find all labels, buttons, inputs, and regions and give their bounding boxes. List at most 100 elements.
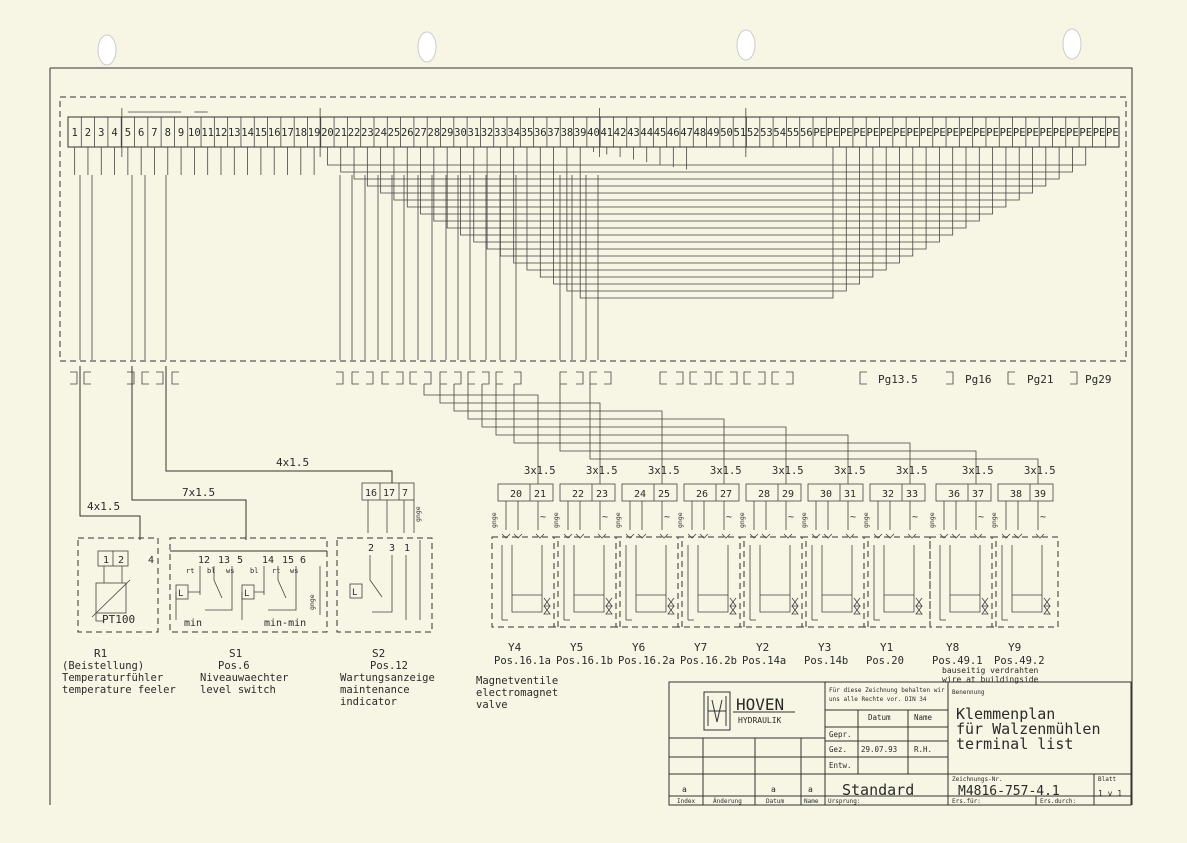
logo-subtitle: HYDRAULIK [738,716,782,725]
s1-pin-12: 12 [198,555,210,566]
s1-line-2: Niveauwaechter [200,672,289,684]
cable-gland-29 [730,371,738,385]
r1-line-1: (Beistellung) [62,660,144,672]
s1-cable-label: 7x1.5 [182,486,215,499]
terminal-12: 12 [215,127,228,139]
valve-terminal-b-2: 23 [596,489,608,500]
s1-level-switch: 7x1.5 12 13 5 14 15 6 rt bl ws bl rt ws … [131,366,328,696]
terminal-68: PE [960,127,973,139]
terminal-55: 55 [787,127,800,139]
terminal-8: 8 [165,127,171,139]
cable-gland-6 [171,371,179,385]
terminal-29: 29 [441,127,454,139]
cable-gland-13 [424,371,432,385]
valve-wire-label-4: gnge [676,512,684,528]
terminal-19: 19 [308,127,321,139]
mark-a-1: a [682,785,687,794]
r1-pin-2: 2 [118,555,124,566]
terminal-51: 51 [734,127,747,139]
terminal-27: 27 [414,127,427,139]
r1-ref: R1 [94,647,107,660]
gez-date: 29.07.93 [861,745,897,754]
s1-pin-5: 5 [237,555,243,566]
valve-terminal-a-6: 30 [820,489,832,500]
terminal-33: 33 [494,127,507,139]
terminal-31: 31 [467,127,480,139]
terminal-23: 23 [361,127,374,139]
hoven-logo: HOVEN HYDRAULIK [703,691,795,731]
cable-gland-23 [604,371,612,385]
s2-inner-pin-3: 3 [389,543,395,554]
gland-pg21: Pg21 [1027,373,1054,386]
rights-line-2: uns alle Rechte vor. DIN 34 [829,696,927,703]
cable-gland-34 [859,371,867,385]
terminal-21: 21 [334,127,347,139]
svg-text:~: ~ [664,512,670,523]
valve-ref-4: Y7 [694,641,707,654]
terminal-73: PE [1026,127,1039,139]
valve-cable-label-3: 3x1.5 [648,465,680,477]
r1-temperature-feeler: 4x1.5 1 2 4 PT100 R1 (Beistellung) Tempe… [62,366,176,696]
valve-cable-label-1: 3x1.5 [524,465,556,477]
valve-pos-1: Pos.16.1a [494,655,551,667]
gland-pg13: Pg13.5 [878,373,918,386]
terminal-49: 49 [707,127,720,139]
cable-gland-15 [454,371,462,385]
terminal-9: 9 [178,127,184,139]
cable-gland-4 [141,371,149,385]
cable-gland-2 [83,371,91,385]
valve-terminal-a-8: 36 [948,489,960,500]
cable-gland-25 [676,371,684,385]
valve-wire-label-1: gnge [490,512,498,528]
terminal-54: 54 [773,127,786,139]
terminal-11: 11 [201,127,214,139]
s1-min-label: min [184,618,202,629]
r1-pin-4: 4 [148,555,154,566]
s1-line-3: level switch [200,684,276,696]
drawing-number: M4816-757-4.1 [958,784,1060,799]
r1-line-3: temperature feeler [62,684,176,696]
terminal-17: 17 [281,127,294,139]
valve-wire-label-3: gnge [614,512,622,528]
terminal-34: 34 [507,127,520,139]
s1-wire-rt-1: rt [186,567,194,575]
s2-inner-pin-2: 2 [368,543,374,554]
cable-gland-17 [482,371,490,385]
valve-terminal-a-3: 24 [634,489,646,500]
valve-ref-6: Y3 [818,641,831,654]
terminal-58: PE [827,127,840,139]
terminal-41: 41 [600,127,613,139]
valve-caption-2: electromagnet [476,687,558,699]
row-entw: Entw. [829,761,852,770]
gez-name: R.H. [914,745,932,754]
terminal-3: 3 [98,127,104,139]
terminal-64: PE [906,127,919,139]
valve-wire-label-2: gnge [552,512,560,528]
terminal-24: 24 [374,127,387,139]
terminal-66: PE [933,127,946,139]
gland-pg29: Pg29 [1085,373,1112,386]
footer-ursprung: Ursprung: [828,798,861,805]
terminal-6: 6 [138,127,144,139]
terminal-59: PE [840,127,853,139]
cable-gland-28 [715,371,723,385]
s2-pin-7: 7 [402,488,408,499]
terminal-25: 25 [388,127,401,139]
drawing-frame [49,67,1133,805]
valve-housing-2 [553,536,621,628]
valve-ref-8: Y8 [946,641,959,654]
cable-gland-9 [366,371,374,385]
cable-gland-5 [156,371,164,385]
terminal-56: 56 [800,127,813,139]
s2-pin-17: 17 [383,488,395,499]
cable-gland-16 [467,371,475,385]
terminal-1: 1 [71,127,77,139]
terminal-72: PE [1013,127,1026,139]
terminal-30: 30 [454,127,467,139]
valve-terminal-b-9: 39 [1034,489,1046,500]
terminal-50: 50 [720,127,733,139]
